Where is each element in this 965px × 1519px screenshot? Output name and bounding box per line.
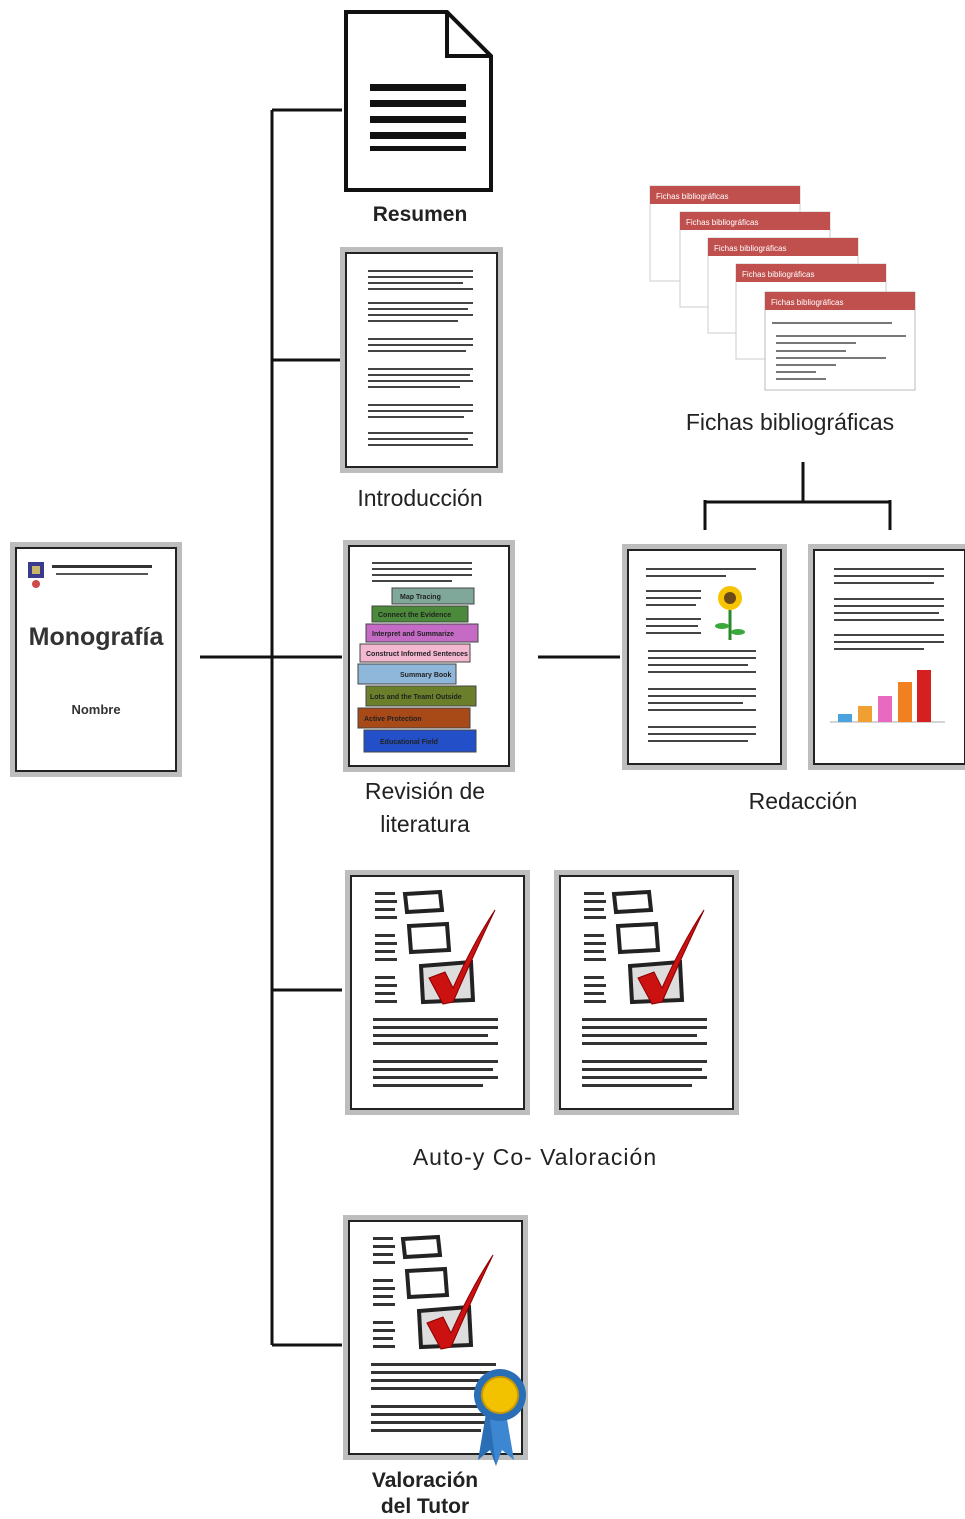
book-title: Active Protection xyxy=(364,716,422,723)
ficha-card-title: Fichas bibliográficas xyxy=(656,192,728,201)
label-revision-line1: Revisión de xyxy=(364,778,486,804)
ficha-card-title: Fichas bibliográficas xyxy=(714,244,786,253)
label-resumen: Resumen xyxy=(372,203,468,226)
covaloracion-checklist-document xyxy=(552,868,741,1117)
university-logo-icon xyxy=(28,562,44,588)
book-title: Summary Book xyxy=(400,672,451,679)
connector-lines xyxy=(200,108,892,1347)
label-tutor-line2: del Tutor xyxy=(380,1495,470,1518)
label-tutor-line1: Valoración xyxy=(371,1469,479,1492)
cover-name: Nombre xyxy=(71,702,121,717)
monografia-cover xyxy=(10,542,182,777)
autovaloracion-checklist-document xyxy=(343,868,532,1117)
book-title: Lots and the Team! Outside xyxy=(370,694,462,701)
bar-chart-icon xyxy=(830,670,945,723)
cover-title: Monografía xyxy=(28,623,164,651)
award-ribbon-icon xyxy=(474,1369,526,1466)
book-title: Interpret and Summarize xyxy=(372,631,454,638)
book-title: Educational Field xyxy=(380,739,438,746)
introduccion-document xyxy=(340,247,503,473)
resumen-document-icon xyxy=(344,10,493,192)
fichas-cards-stack: Fichas bibliográficas Fichas bibliográfi… xyxy=(649,185,916,391)
ficha-card-title: Fichas bibliográficas xyxy=(686,218,758,227)
book-title: Connect the Evidence xyxy=(378,612,451,619)
label-introduccion: Introducción xyxy=(357,485,483,511)
book-title: Map Tracing xyxy=(400,594,441,601)
label-fichas: Fichas bibliográficas xyxy=(685,409,895,435)
redaccion-document-2 xyxy=(808,544,965,770)
redaccion-document-1 xyxy=(622,544,787,770)
sunflower-icon xyxy=(715,586,745,640)
book-title: Construct Informed Sentences xyxy=(366,651,468,658)
book-stack-icon: Map Tracing Connect the Evidence Interpr… xyxy=(357,587,479,753)
ficha-card-title: Fichas bibliográficas xyxy=(771,298,843,307)
ficha-card: Fichas bibliográficas xyxy=(764,291,916,391)
label-redaccion: Redacción xyxy=(748,788,858,814)
ficha-card-title: Fichas bibliográficas xyxy=(742,270,814,279)
label-valoracion: Auto-y Co- Valoración xyxy=(412,1144,658,1170)
label-revision-line2: literatura xyxy=(380,811,470,837)
